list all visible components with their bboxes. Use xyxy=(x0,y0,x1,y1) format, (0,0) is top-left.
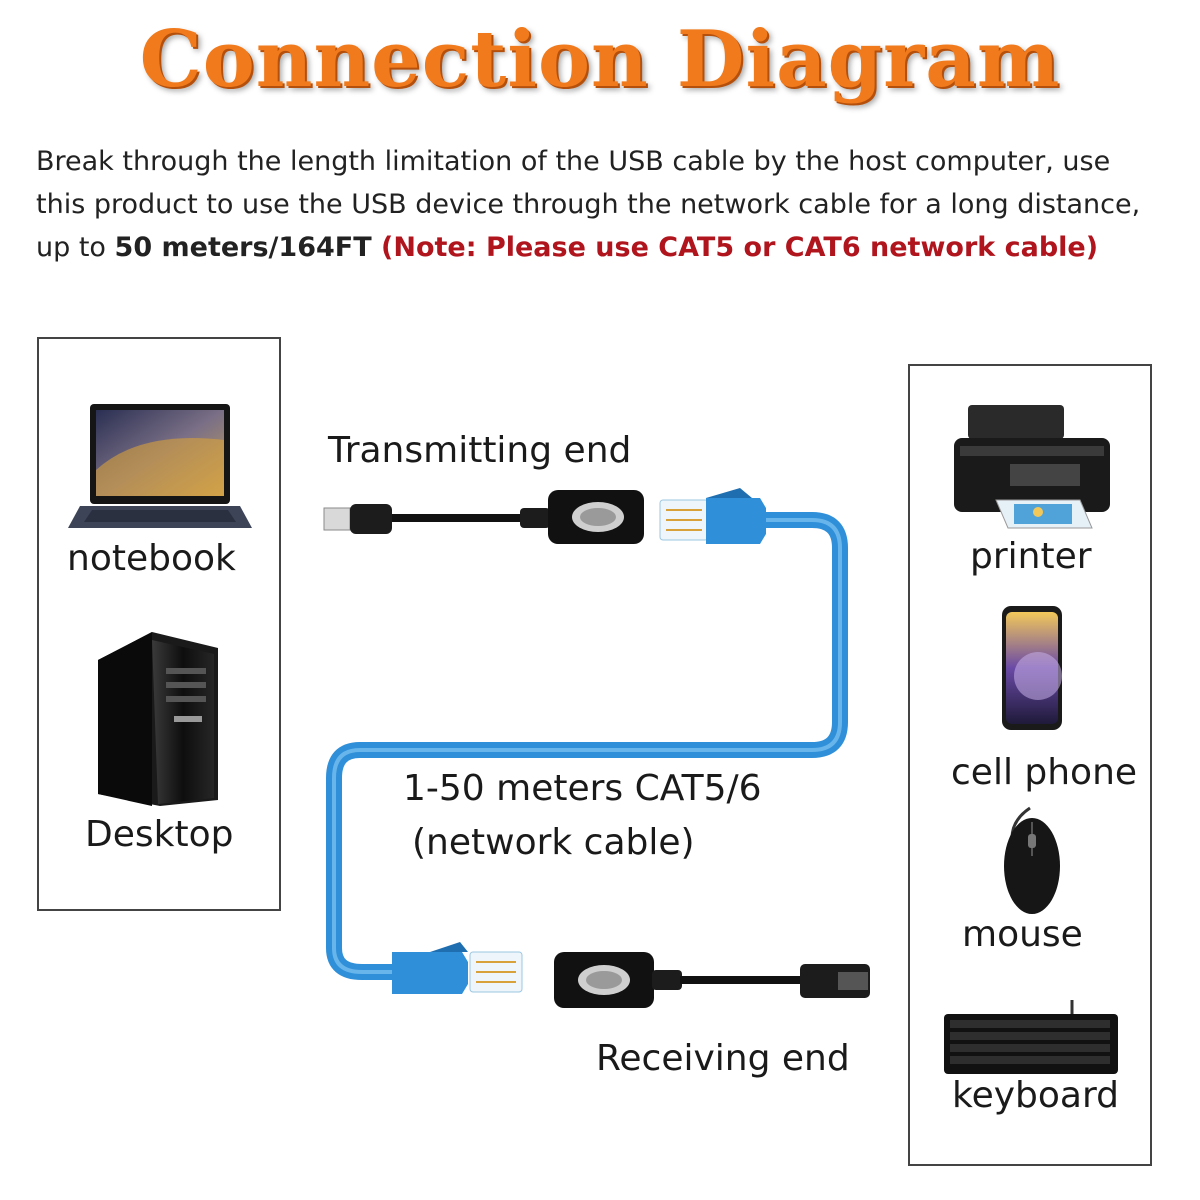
mouse-icon xyxy=(1004,806,1060,914)
desktop-label: Desktop xyxy=(85,814,234,855)
transmitting-adapter-icon xyxy=(323,490,644,544)
transmitting-end-caption: Transmitting end xyxy=(328,430,632,471)
distance-highlight: 50 meters/164FT xyxy=(114,232,372,263)
intro-prefix: up to xyxy=(36,232,115,263)
mouse-label: mouse xyxy=(962,914,1083,955)
notebook-label: notebook xyxy=(67,538,236,579)
printer-icon xyxy=(954,405,1110,529)
keyboard-label: keyboard xyxy=(952,1075,1119,1116)
cell-phone-icon xyxy=(1002,606,1062,730)
diagram-title: Connection Diagram xyxy=(139,14,1061,105)
intro-text: Break through the length limitation of t… xyxy=(36,140,1186,269)
network-cable xyxy=(326,512,848,980)
receiving-end-caption: Receiving end xyxy=(596,1038,850,1079)
cable-type-caption: (network cable) xyxy=(412,822,695,863)
rj45-connector-bottom-icon xyxy=(392,942,523,994)
intro-line-3: up to 50 meters/164FT (Note: Please use … xyxy=(36,226,1186,269)
cable-length-caption: 1-50 meters CAT5/6 xyxy=(403,768,762,809)
keyboard-icon xyxy=(944,1000,1118,1074)
printer-label: printer xyxy=(970,536,1092,577)
receiving-adapter-icon xyxy=(554,952,870,1008)
desktop-tower-icon xyxy=(98,632,218,806)
cell-phone-label: cell phone xyxy=(951,752,1138,793)
intro-line-2: this product to use the USB device throu… xyxy=(36,189,1141,220)
laptop-icon xyxy=(68,404,252,528)
cable-note: (Note: Please use CAT5 or CAT6 network c… xyxy=(371,232,1099,263)
rj45-connector-top-icon xyxy=(659,488,766,544)
intro-line-1: Break through the length limitation of t… xyxy=(36,146,1111,177)
